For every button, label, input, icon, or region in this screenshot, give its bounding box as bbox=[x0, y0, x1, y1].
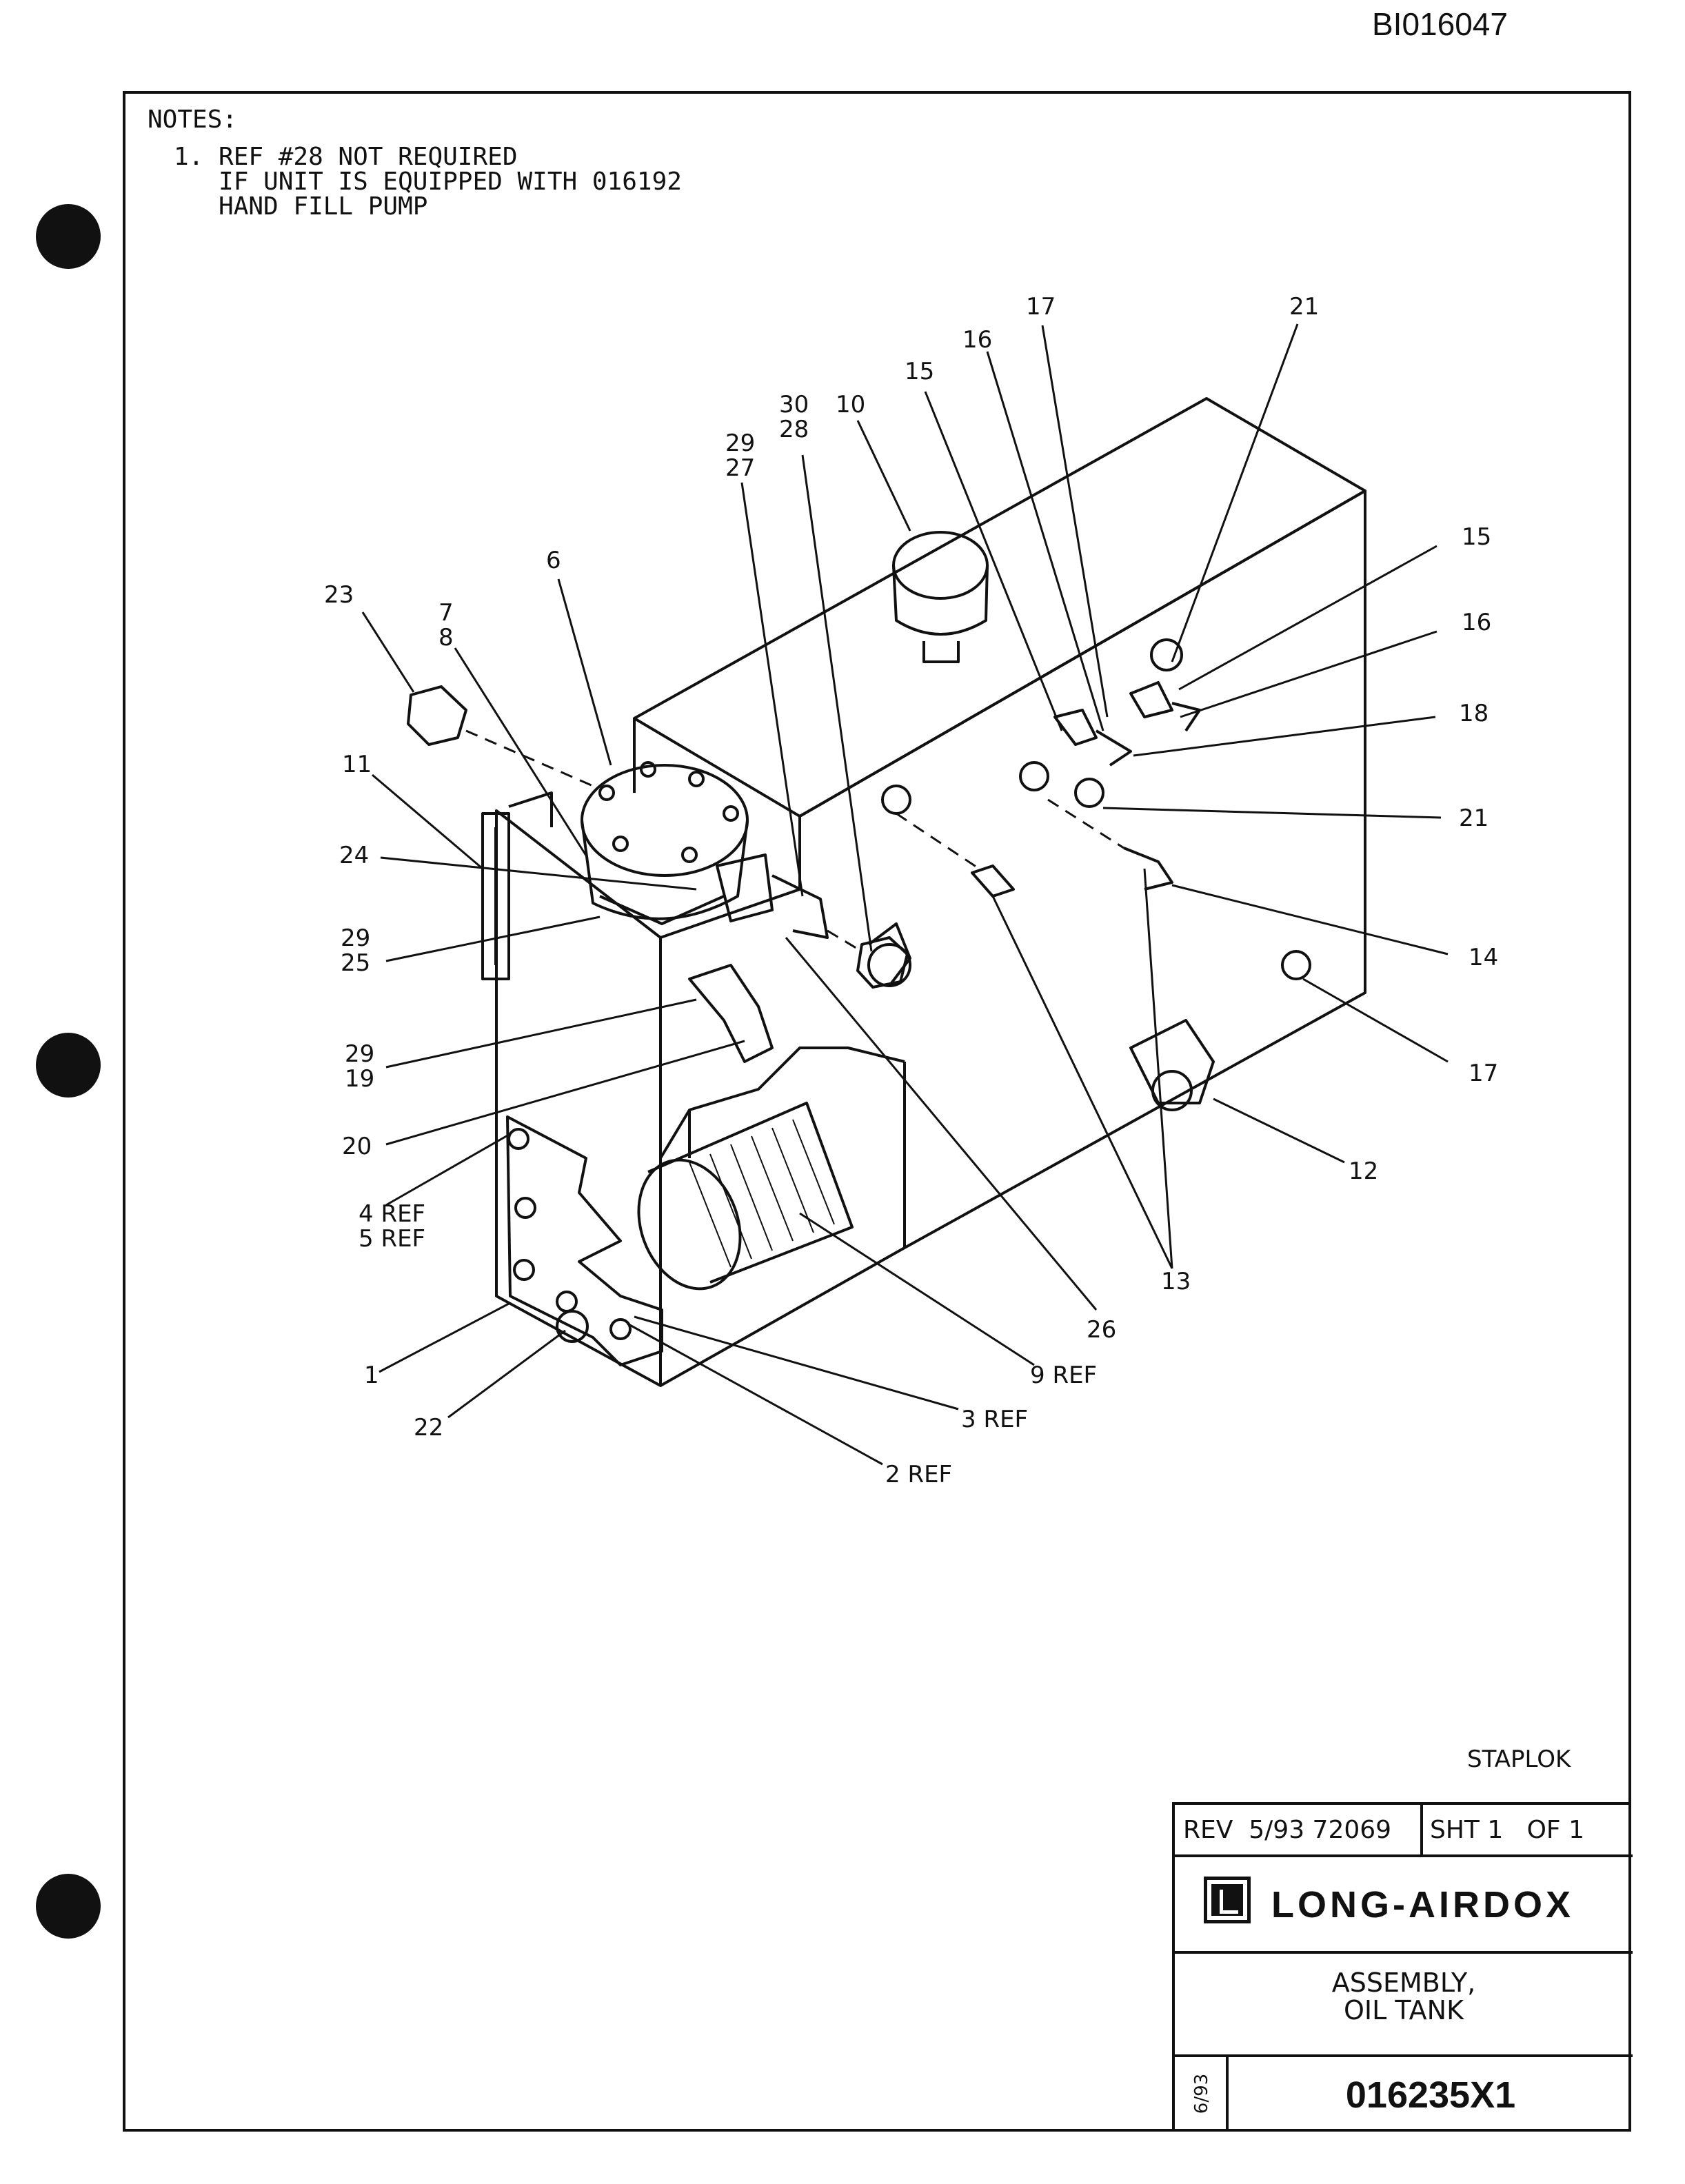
callout-29-a: 29 bbox=[341, 924, 370, 952]
callout-9-ref: 9 REF bbox=[1030, 1362, 1097, 1389]
callout-6: 6 bbox=[546, 547, 561, 574]
callout-16-a: 16 bbox=[962, 326, 992, 354]
pump-housing-top bbox=[581, 764, 749, 877]
callout-14: 14 bbox=[1469, 944, 1498, 971]
title-block: REV 5/93 72069 SHT 1 OF 1 LONG-AIRDOX AS… bbox=[1172, 1802, 1633, 2132]
revision-divider bbox=[1420, 1805, 1423, 1854]
callout-3-ref: 3 REF bbox=[961, 1406, 1028, 1433]
callout-10: 10 bbox=[836, 391, 865, 418]
callout-1: 1 bbox=[364, 1362, 379, 1389]
tank-right-face bbox=[799, 489, 1366, 1249]
drawing-frame bbox=[123, 91, 1631, 2132]
callout-18: 18 bbox=[1459, 700, 1489, 727]
drawing-date: 6/93 bbox=[1191, 2073, 1212, 2114]
callout-23: 23 bbox=[324, 581, 354, 609]
note-line-2: IF UNIT IS EQUIPPED WITH 016192 bbox=[174, 168, 682, 196]
drawing-title-line-2: OIL TANK bbox=[1344, 1995, 1464, 2025]
drawing-number-row: 6/93 016235X1 bbox=[1175, 2057, 1633, 2132]
cover-plate bbox=[506, 1115, 663, 1366]
callout-20: 20 bbox=[342, 1133, 372, 1160]
callout-30: 30 bbox=[779, 391, 809, 418]
callout-5-ref: 5 REF bbox=[359, 1225, 425, 1253]
drawing-number-divider bbox=[1226, 2057, 1229, 2132]
callout-25: 25 bbox=[341, 949, 370, 977]
return-elbow bbox=[1129, 1019, 1215, 1104]
sheet-text: SHT 1 OF 1 bbox=[1430, 1816, 1584, 1844]
callout-11: 11 bbox=[342, 751, 372, 778]
callout-19: 19 bbox=[345, 1065, 374, 1093]
binder-hole-bottom bbox=[36, 1874, 101, 1939]
callout-29-b: 29 bbox=[345, 1040, 374, 1068]
note-line-3: HAND FILL PUMP bbox=[174, 192, 428, 221]
callout-24: 24 bbox=[339, 842, 369, 869]
callout-29-c: 29 bbox=[725, 429, 755, 457]
revision-text: REV 5/93 72069 bbox=[1183, 1816, 1392, 1844]
callout-12: 12 bbox=[1349, 1157, 1378, 1185]
note-line-1: 1. REF #28 NOT REQUIRED bbox=[174, 143, 518, 171]
callout-15-b: 15 bbox=[1462, 523, 1491, 551]
callout-28: 28 bbox=[779, 416, 809, 443]
callout-8: 8 bbox=[438, 624, 454, 651]
company-row: LONG-AIRDOX bbox=[1175, 1857, 1633, 1954]
callout-16-b: 16 bbox=[1462, 609, 1491, 636]
notes-block: NOTES: 1. REF #28 NOT REQUIRED IF UNIT I… bbox=[148, 108, 682, 219]
callout-21-a: 21 bbox=[1289, 293, 1319, 321]
document-id: BI016047 bbox=[1372, 6, 1508, 42]
sight-gauge bbox=[481, 812, 510, 980]
hex-plug bbox=[856, 936, 909, 989]
tank-lower-housing bbox=[495, 809, 662, 1387]
company-name: LONG-AIRDOX bbox=[1271, 1884, 1574, 1925]
filler-cap bbox=[407, 685, 467, 746]
filter-element-end bbox=[637, 1158, 742, 1291]
callout-2-ref: 2 REF bbox=[885, 1461, 952, 1488]
binder-hole-top bbox=[36, 204, 101, 269]
callout-21-b: 21 bbox=[1459, 805, 1489, 832]
callout-15-a: 15 bbox=[905, 358, 934, 385]
drawing-number: 016235X1 bbox=[1345, 2074, 1516, 2116]
company-logo-icon bbox=[1204, 1877, 1251, 1923]
callout-27: 27 bbox=[725, 454, 755, 482]
drawing-title: ASSEMBLY, OIL TANK bbox=[1175, 1954, 1633, 2057]
revision-row: REV 5/93 72069 SHT 1 OF 1 bbox=[1175, 1805, 1633, 1857]
callout-13: 13 bbox=[1161, 1268, 1191, 1295]
notes-heading: NOTES: bbox=[148, 105, 238, 134]
callout-7: 7 bbox=[438, 599, 454, 627]
callout-26: 26 bbox=[1087, 1316, 1116, 1344]
staplok-label: STAPLOK bbox=[1467, 1746, 1571, 1773]
callout-22: 22 bbox=[414, 1414, 443, 1442]
callout-17-b: 17 bbox=[1469, 1060, 1498, 1087]
callout-4-ref: 4 REF bbox=[359, 1200, 425, 1228]
drawing-title-line-1: ASSEMBLY, bbox=[1331, 1968, 1476, 1998]
binder-hole-middle bbox=[36, 1033, 101, 1098]
callout-17-a: 17 bbox=[1026, 293, 1056, 321]
